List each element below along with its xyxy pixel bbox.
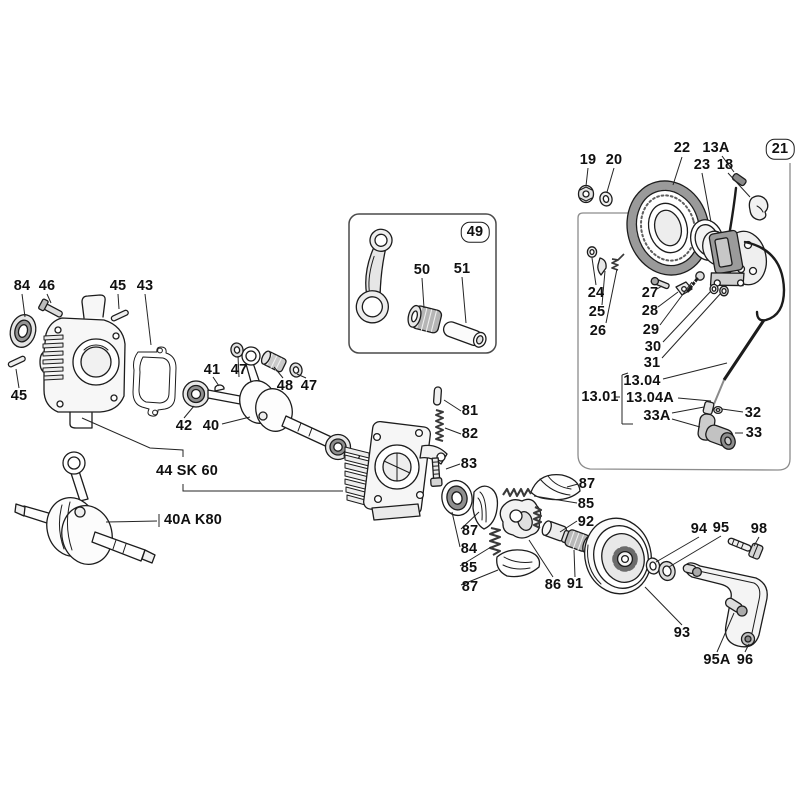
needle-cage-48 [260,350,287,373]
clutch-spring-85-top [502,487,532,498]
oil-seal-84-clutch [441,479,473,517]
bolt-83 [430,457,443,487]
chain-guard-bracket-96 [682,562,768,648]
pin-45-top [110,309,129,322]
cable-end-33a [702,400,715,415]
washer-95 [658,560,676,582]
group-21-outline [577,163,791,471]
inset-piston-pin-51 [442,321,487,348]
gasket-43 [132,346,177,417]
spring-26 [611,253,625,271]
spring-82 [435,409,444,442]
washer-24 [586,246,598,258]
crankshaft-40a [14,451,156,565]
bracket-28 [675,281,693,296]
clip-25 [597,257,607,276]
inset-needle-cage-50 [407,304,443,334]
clutch-spring-85-lower [488,526,502,556]
spark-plug-lead-1304 [713,319,766,405]
switch-part-18 [748,195,769,221]
ring-32 [713,405,723,415]
spark-plug-boot-33 [697,413,736,450]
flywheel-22 [626,180,710,276]
crankcase-half-right [344,420,448,521]
crankshaft-40 [207,346,339,451]
ignition-coil-13a [708,173,786,322]
leader-lines [15,155,760,653]
clutch-shoe-87-left [472,485,499,530]
inset-connecting-rod [355,228,393,324]
washer-30 [709,283,719,295]
bolt-98 [727,537,764,560]
washer-47-right [289,362,303,378]
crankcase-half-left [39,294,126,429]
pin-45-left [7,355,26,368]
nut-19 [577,184,595,204]
clutch-hub-86 [499,498,542,539]
screw-29 [686,271,705,293]
washer-47-left [230,342,244,358]
pin-81 [432,386,443,406]
bolt-27 [650,276,670,290]
oil-seal-84-left [9,314,37,348]
clutch-shoe-87-top [530,473,581,501]
clutch-spring-85-right [532,506,543,529]
bearing-42 [182,380,210,408]
bolt-46 [38,298,63,318]
washer-20 [599,191,613,207]
clutch-shoe-87-bottom [496,549,541,578]
washer-31 [719,285,729,297]
woodruff-key-41 [214,384,225,392]
clutch-drum-93 [584,517,652,595]
